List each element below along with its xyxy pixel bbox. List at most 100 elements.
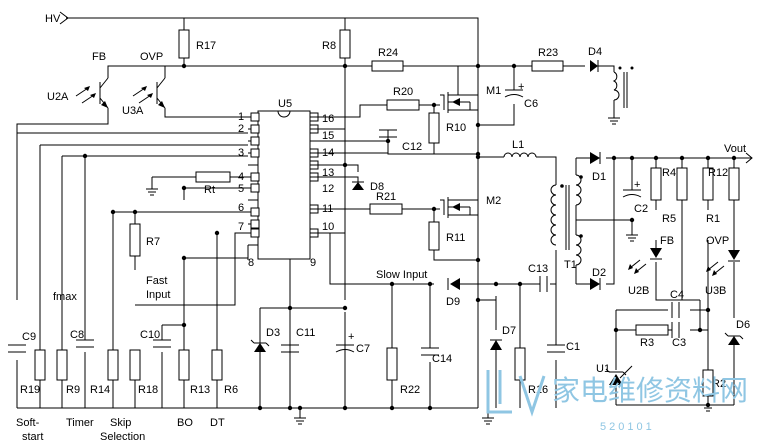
d1-label: D1 [592,171,606,183]
pin-15: 15 [322,130,334,142]
ground-icon [702,404,714,412]
watermark: 家电维修资料网 520101 [486,370,748,433]
c6-label: C6 [524,98,538,110]
watermark-text: 家电维修资料网 [552,374,748,407]
d2-label: D2 [592,267,606,279]
r9-label: R9 [66,384,80,396]
fast-input-label-2: Input [146,289,170,301]
vout-label: Vout [724,143,746,155]
mosfet-m1: M1 [440,85,501,113]
bo-label: BO [177,417,193,429]
pin-4: 4 [238,171,244,183]
opto-u3b: U3B OVP [705,235,740,297]
pin-7: 7 [238,221,244,233]
ground-icon [626,234,638,242]
pin-16: 16 [322,113,334,125]
u2a-label: U2A [47,91,69,103]
d3-label: D3 [266,327,280,339]
capacitors: C9 C8 C10 C11 + C7 C14 C1 C13 C12 + C6 +… [8,81,686,365]
r24-label: R24 [378,47,398,59]
fb-opto-label: FB [92,51,106,63]
r2-label: R2 [712,378,726,390]
u1-label: U1 [596,363,610,375]
skip-label-2: Selection [100,431,145,443]
c12-label: C12 [402,141,422,153]
pin-10: 10 [322,221,334,233]
vout-arrow-icon [745,152,753,164]
u3b-label: U3B [705,285,726,297]
m1-label: M1 [486,85,501,97]
timer-label: Timer [66,417,94,429]
aux-winding [612,66,634,108]
pin-9: 9 [310,257,316,269]
pin-6: 6 [238,202,244,214]
c7-label: C7 [356,343,370,355]
c9-label: C9 [22,331,36,343]
r11-label: R11 [446,232,465,244]
fmax-label: fmax [53,291,77,303]
r8-label: R8 [322,40,336,52]
r23-label: R23 [538,47,558,59]
c14-label: C14 [432,353,452,365]
dt-label: DT [210,417,225,429]
pin-13: 13 [322,167,334,179]
pin-12: 12 [322,183,334,195]
r5-label: R5 [662,213,676,225]
ovp-right-label: OVP [706,235,729,247]
c1-label: C1 [566,341,580,353]
ground-symbols [146,117,714,425]
pin-8: 8 [248,257,254,269]
wires [16,17,752,418]
r17-label: R17 [196,40,216,52]
d7-label: D7 [502,325,516,337]
ground-icon [482,417,494,425]
u2b-label: U2B [628,285,649,297]
inductor-l1: L1 [503,139,537,158]
c2-plus: + [634,179,640,191]
r22-label: R22 [400,384,420,396]
r3-label: R3 [640,337,654,349]
opto-u2a: U2A FB [47,51,109,109]
r12-label: R12 [708,167,728,179]
l1-label: L1 [512,139,524,151]
c8-label: C8 [70,329,84,341]
pin-5: 5 [238,183,244,195]
watermark-url: 520101 [600,421,655,433]
ground-icon [294,417,306,425]
mosfet-m2: M2 [440,195,501,218]
t1-label: T1 [564,259,577,271]
skip-label-1: Skip [110,417,131,429]
r18-label: R18 [138,384,158,396]
r13-label: R13 [190,384,210,396]
c13-label: C13 [528,263,548,275]
d8-label: D8 [370,181,384,193]
u5-label: U5 [278,98,292,110]
ground-icon [608,117,620,125]
ground-icon [146,188,158,196]
r4-label: R4 [662,167,676,179]
c10-label: C10 [140,329,160,341]
c7-plus: + [348,331,354,343]
r14-label: R14 [90,384,110,396]
d6-label: D6 [736,319,750,331]
r20-label: R20 [393,86,413,98]
soft-start-label-1: Soft- [16,417,40,429]
hv-label: HV [45,13,61,25]
pin-14: 14 [322,147,334,159]
c4-label: C4 [670,289,684,301]
pin-3: 3 [238,147,244,159]
r10-label: R10 [446,122,466,134]
ic-u5: U5 1 2 3 4 5 6 7 8 9 10 11 12 13 14 15 1… [238,98,334,269]
soft-start-label-2: start [22,431,43,443]
c11-label: C11 [296,327,315,339]
slow-input-label: Slow Input [376,269,427,281]
r19-label: R19 [20,384,40,396]
d9-label: D9 [446,296,460,308]
ovp-opto-label: OVP [140,51,163,63]
pin-11: 11 [322,203,333,215]
r1-label: R1 [706,213,720,225]
hv-arrow-icon [59,11,69,25]
fast-input-label-1: Fast [146,275,167,287]
resistors: R17 R8 R24 R23 R20 R10 R21 R11 Rt R7 R19… [20,29,740,397]
